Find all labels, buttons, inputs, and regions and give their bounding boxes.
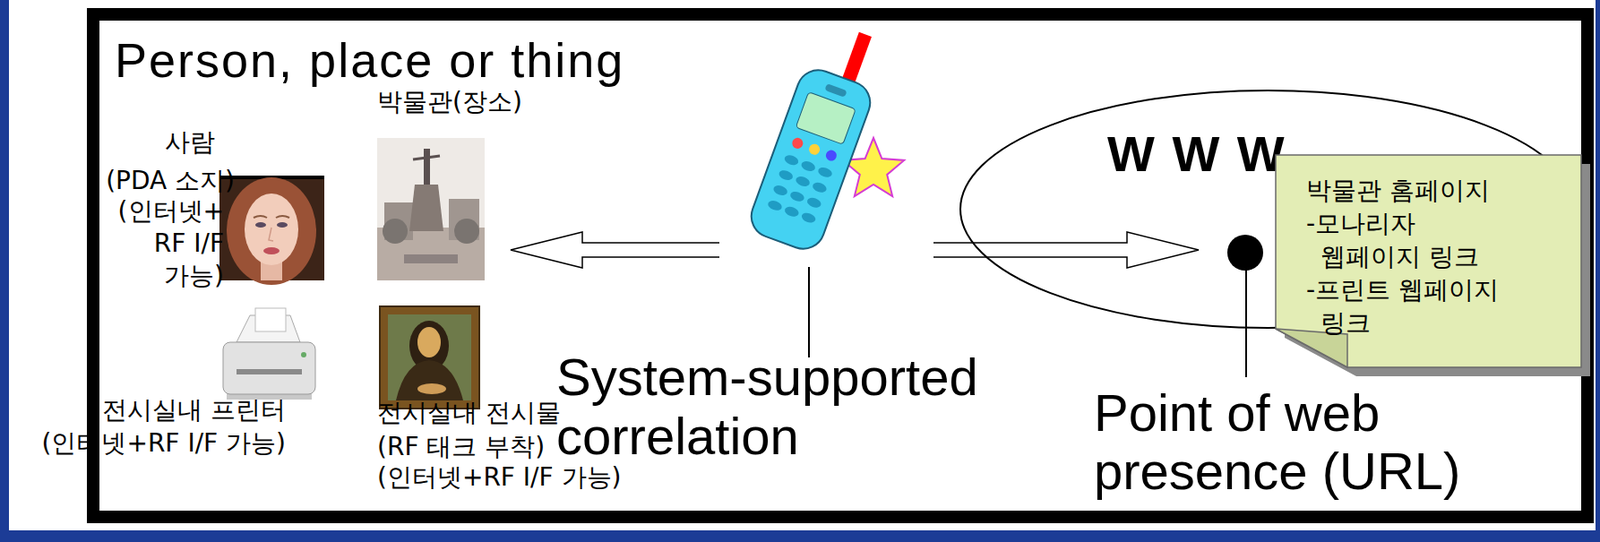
blue-frame-right bbox=[1595, 0, 1600, 542]
mobile-phone bbox=[745, 18, 893, 256]
phone-key bbox=[789, 189, 806, 204]
phone-key bbox=[817, 165, 834, 180]
phone-key bbox=[791, 136, 805, 150]
phone-key bbox=[811, 180, 828, 195]
phone-key bbox=[777, 168, 794, 182]
printer-picture bbox=[223, 308, 316, 400]
exhibit-caption: (인터넷+RF I/F 가능) bbox=[377, 461, 621, 494]
leader-line bbox=[1245, 268, 1248, 378]
text-group: W W W bbox=[1107, 129, 1287, 180]
callout-heading: 박물관 홈페이지 bbox=[1306, 173, 1522, 207]
phone-key bbox=[824, 148, 838, 163]
callout-item: -모나리자 웹페이지 링크 bbox=[1306, 206, 1522, 274]
blue-frame-bottom bbox=[0, 530, 1600, 542]
exhibit-caption: (RF 태크 부착) bbox=[377, 430, 545, 464]
exhibit-caption: 전시실내 전시물 bbox=[377, 396, 561, 430]
homepage-callout: 박물관 홈페이지-모나리자 웹페이지 링크-프린트 웹페이지 링크 bbox=[1275, 154, 1582, 368]
phone-screen bbox=[795, 92, 856, 146]
eye bbox=[276, 222, 288, 228]
printer-caption: 전시실내 프린터 bbox=[102, 394, 286, 427]
phone-key bbox=[807, 142, 821, 156]
web-label: W W W bbox=[1107, 129, 1287, 180]
picture-background bbox=[377, 137, 485, 281]
body bbox=[395, 360, 464, 401]
diagram-title: Person, place or thing bbox=[114, 35, 625, 85]
phone-earpiece bbox=[824, 83, 847, 98]
printer-body bbox=[223, 342, 316, 395]
callout-item: -프린트 웹페이지 링크 bbox=[1306, 273, 1522, 340]
printer-button bbox=[301, 352, 307, 358]
phone-key bbox=[782, 153, 800, 167]
web-point-dot bbox=[1227, 234, 1264, 271]
phone-key bbox=[806, 196, 823, 210]
nose bbox=[268, 227, 274, 241]
place-caption: 박물관(장소) bbox=[377, 86, 523, 119]
phone-key bbox=[794, 174, 811, 189]
person-caption: (PDA 소지) bbox=[105, 164, 235, 198]
hands bbox=[417, 383, 447, 395]
black-frame bbox=[93, 14, 1588, 517]
brow bbox=[253, 215, 290, 218]
callout-body bbox=[1275, 154, 1582, 368]
eye bbox=[255, 222, 267, 228]
phone-key bbox=[783, 205, 800, 219]
leader-line bbox=[808, 266, 810, 358]
phone-body bbox=[745, 64, 877, 256]
hollow-arrow-right bbox=[933, 232, 1199, 268]
museum-picture bbox=[377, 137, 485, 281]
phone-key bbox=[800, 211, 817, 225]
statue bbox=[423, 148, 431, 185]
hollow-arrow-left bbox=[510, 232, 720, 268]
printer-caption: (인터넷+RF I/F 가능) bbox=[42, 427, 286, 460]
people bbox=[404, 254, 458, 264]
hair bbox=[226, 177, 317, 285]
landscape bbox=[387, 314, 472, 401]
phone-key bbox=[772, 183, 789, 198]
lips bbox=[263, 247, 280, 255]
web-presence-label: Point of web presence (URL) bbox=[1093, 383, 1515, 500]
text-group: 박물관 홈페이지-모나리자 웹페이지 링크-프린트 웹페이지 링크 bbox=[1306, 173, 1522, 340]
person-caption: 사람 bbox=[164, 126, 216, 159]
pedestal bbox=[409, 184, 444, 232]
person-caption: (인터넷+ RF I/F 가능) bbox=[96, 195, 224, 293]
phone-key bbox=[800, 159, 817, 173]
picture-frame bbox=[379, 306, 480, 409]
face bbox=[244, 193, 299, 266]
mona-lisa-picture bbox=[379, 306, 480, 409]
phone-keypad bbox=[766, 153, 835, 224]
face bbox=[417, 326, 441, 358]
correlation-label: System-supported correlation bbox=[556, 347, 1023, 466]
paper-sheet bbox=[255, 308, 286, 332]
tree bbox=[382, 218, 408, 244]
paper-slot bbox=[236, 369, 302, 375]
tree bbox=[454, 218, 480, 244]
phone-key bbox=[766, 198, 783, 213]
blue-frame-left bbox=[0, 0, 9, 542]
person-picture bbox=[219, 175, 325, 285]
